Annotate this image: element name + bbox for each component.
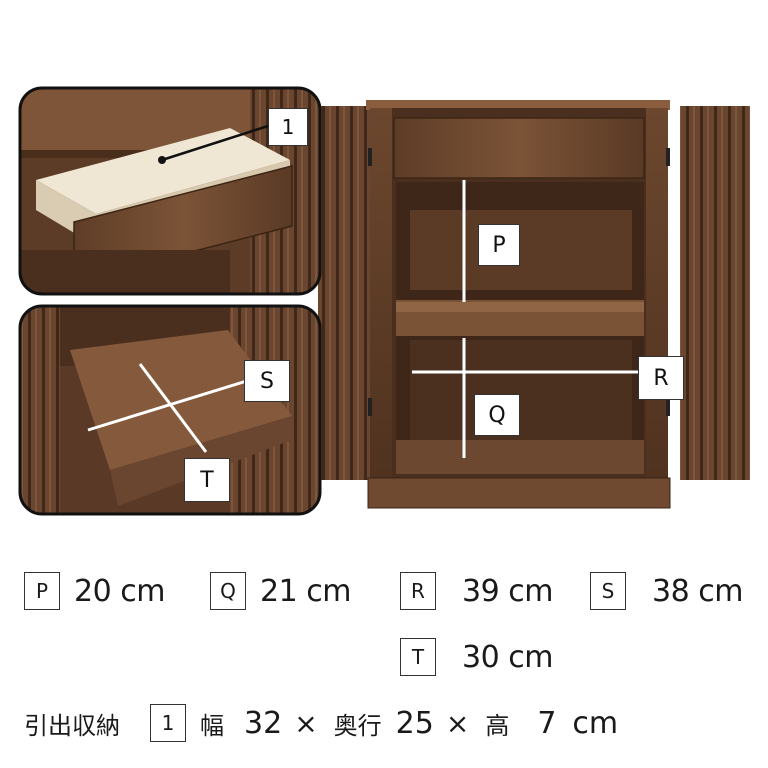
label-p: P — [478, 224, 520, 266]
label-t: T — [184, 458, 230, 502]
drawer-width-value: 32 — [244, 705, 283, 741]
drawer-depth-value: 25 — [395, 705, 434, 741]
cabinet-illustration — [18, 86, 750, 516]
spec-key-s: S — [590, 572, 626, 610]
product-photo — [18, 86, 750, 516]
drawer-pointer-line — [161, 124, 269, 162]
dim-line-t — [138, 363, 208, 453]
spec-p: P 20 cm — [24, 572, 165, 610]
drawer-height-value: 7 — [537, 705, 557, 741]
drawer-spec-key: 1 — [150, 704, 186, 742]
spec-key-p: P — [24, 572, 60, 610]
spec-key-t: T — [400, 638, 436, 676]
drawer-inside — [36, 128, 290, 214]
label-drawer-1: 1 — [268, 108, 308, 146]
right-door — [680, 106, 750, 480]
spec-key-q: Q — [210, 572, 246, 610]
spec-value-r: 39 cm — [462, 573, 553, 609]
spec-r: R 39 cm — [400, 572, 553, 610]
left-door — [318, 106, 372, 480]
drawer-height-label: 高 — [485, 711, 510, 740]
drawer-depth-label: 奥行 — [333, 711, 382, 740]
spec-key-r: R — [400, 572, 436, 610]
spec-value-s: 38 cm — [652, 573, 743, 609]
drawer-spec-title: 引出収納 — [24, 711, 120, 740]
spec-s: S 38 cm — [590, 572, 743, 610]
cabinet-base — [367, 477, 671, 509]
dim-line-s — [87, 378, 251, 432]
spec-q: Q 21 cm — [210, 572, 351, 610]
label-s: S — [244, 360, 290, 402]
drawer-unit: cm — [572, 705, 619, 741]
cabinet-main — [318, 100, 750, 509]
drawer-times-1: × — [294, 706, 318, 740]
inset-shelf — [18, 304, 322, 516]
drawer-times-2: × — [445, 706, 470, 740]
cabinet-top — [366, 100, 670, 110]
drawer-spec: 引出収納 1 幅 32 × 奥行 25 × 高 7 cm — [24, 704, 618, 742]
spec-value-t: 30 cm — [462, 639, 553, 675]
spec-value-q: 21 cm — [260, 573, 351, 609]
drawer-width-label: 幅 — [200, 711, 224, 740]
spec-value-p: 20 cm — [74, 573, 165, 609]
drawer-front — [393, 117, 645, 179]
label-q: Q — [474, 394, 520, 436]
label-r: R — [638, 356, 684, 400]
spec-t: T 30 cm — [400, 638, 553, 676]
